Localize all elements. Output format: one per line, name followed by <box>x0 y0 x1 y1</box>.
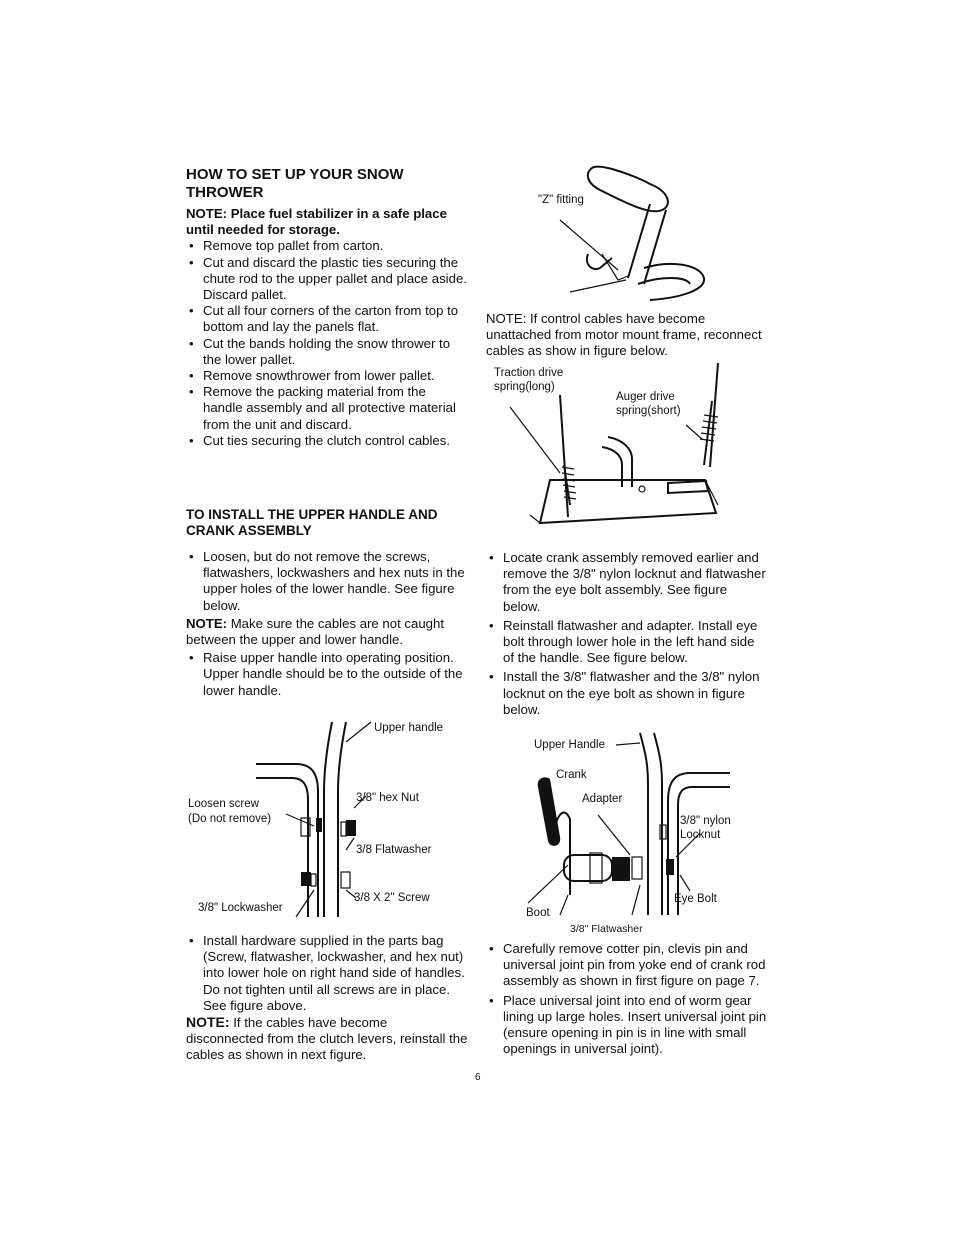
note-label: NOTE: <box>186 1014 230 1031</box>
label-crank: Crank <box>556 769 587 781</box>
handle-diagram <box>256 721 372 918</box>
crank-steps-list: Locate crank assembly removed earlier an… <box>486 550 766 718</box>
figure-springs: Traction drive spring(long) Auger drive … <box>490 355 730 545</box>
label-lockwasher: 3/8" Lockwasher <box>198 902 283 914</box>
install-steps-list-3: Install hardware supplied in the parts b… <box>186 933 468 1014</box>
install-section: TO INSTALL THE UPPER HANDLE AND CRANK AS… <box>186 507 466 699</box>
note-text: If the cables have become disconnected f… <box>186 1015 468 1063</box>
list-item: Cut ties securing the clutch control cab… <box>186 433 468 449</box>
label-do-not-remove: (Do not remove) <box>188 813 272 825</box>
section-title-setup: HOW TO SET UP YOUR SNOW THROWER <box>186 166 404 201</box>
springs-diagram <box>509 362 719 525</box>
list-item: Loosen, but do not remove the screws, fl… <box>186 549 466 614</box>
note-disconnect: NOTE: If the cables have become disconne… <box>186 1014 468 1064</box>
list-item: Raise upper handle into operating positi… <box>186 650 466 699</box>
note-label: NOTE: <box>186 615 228 631</box>
list-item: Install the 3/8" flatwasher and the 3/8"… <box>486 669 766 718</box>
list-item: Remove top pallet from carton. <box>186 238 468 254</box>
note-cables: NOTE: Make sure the cables are not caugh… <box>186 616 466 648</box>
label-auger-drive: Auger drive <box>616 391 675 403</box>
list-item: Locate crank assembly removed earlier an… <box>486 550 766 615</box>
list-item: Remove the packing material from the han… <box>186 384 468 433</box>
list-item: Reinstall flatwasher and adapter. Instal… <box>486 618 766 667</box>
list-item: Cut all four corners of the carton from … <box>186 303 468 335</box>
label-screw: 3/8 X 2" Screw <box>354 892 430 904</box>
list-item: Remove snowthrower from lower pallet. <box>186 368 468 384</box>
label-flatwasher: 3/8" Flatwasher <box>570 923 643 935</box>
install-steps-list-2: Raise upper handle into operating positi… <box>186 650 466 699</box>
label-adapter: Adapter <box>582 793 623 805</box>
label-traction-drive: Traction drive <box>494 367 564 379</box>
list-item: Cut the bands holding the snow thrower t… <box>186 336 468 368</box>
list-item: Place universal joint into end of worm g… <box>486 993 768 1058</box>
label-upper-handle: Upper Handle <box>534 739 605 751</box>
label-locknut: Locknut <box>680 829 721 841</box>
label-hex-nut: 3/8" hex Nut <box>356 792 419 804</box>
final-steps: Carefully remove cotter pin, clevis pin … <box>486 941 768 1057</box>
page-number: 6 <box>475 1072 481 1083</box>
install-steps-list: Loosen, but do not remove the screws, fl… <box>186 549 466 614</box>
note-unattached: NOTE: If control cables have become unat… <box>486 311 762 359</box>
label-spring-long: spring(long) <box>494 381 555 393</box>
list-item: Carefully remove cotter pin, clevis pin … <box>486 941 768 990</box>
label-loosen-screw: Loosen screw <box>188 798 259 810</box>
setup-steps-list: Remove top pallet from carton. Cut and d… <box>186 238 468 449</box>
label-boot: Boot <box>526 907 550 919</box>
crank-steps: Locate crank assembly removed earlier an… <box>486 550 766 718</box>
figure-crank: Upper Handle Crank Adapter 3/8" nylon Lo… <box>520 725 760 940</box>
label-flatwasher: 3/8 Flatwasher <box>356 844 432 856</box>
section-title-install: TO INSTALL THE UPPER HANDLE AND CRANK AS… <box>186 507 438 538</box>
install-section-continued: Install hardware supplied in the parts b… <box>186 933 468 1064</box>
list-item: Install hardware supplied in the parts b… <box>186 933 468 1014</box>
note-storage: NOTE: Place fuel stabilizer in a safe pl… <box>186 206 447 238</box>
label-nylon: 3/8" nylon <box>680 815 731 827</box>
crank-diagram <box>527 732 730 916</box>
z-fitting-diagram <box>559 165 706 301</box>
label-eye-bolt: Eye Bolt <box>674 893 717 905</box>
label-spring-short: spring(short) <box>616 405 681 417</box>
label-z-fitting: "Z" fitting <box>538 194 584 206</box>
left-column: HOW TO SET UP YOUR SNOW THROWER NOTE: Pl… <box>186 166 468 449</box>
list-item: Cut and discard the plastic ties securin… <box>186 255 468 304</box>
note-text: Make sure the cables are not caught betw… <box>186 615 445 648</box>
label-upper-handle: Upper handle <box>374 722 444 734</box>
figure-z-fitting: "Z" fitting <box>500 160 740 305</box>
final-steps-list: Carefully remove cotter pin, clevis pin … <box>486 941 768 1057</box>
figure-handle: Upper handle Loosen screw (Do not remove… <box>186 712 476 922</box>
